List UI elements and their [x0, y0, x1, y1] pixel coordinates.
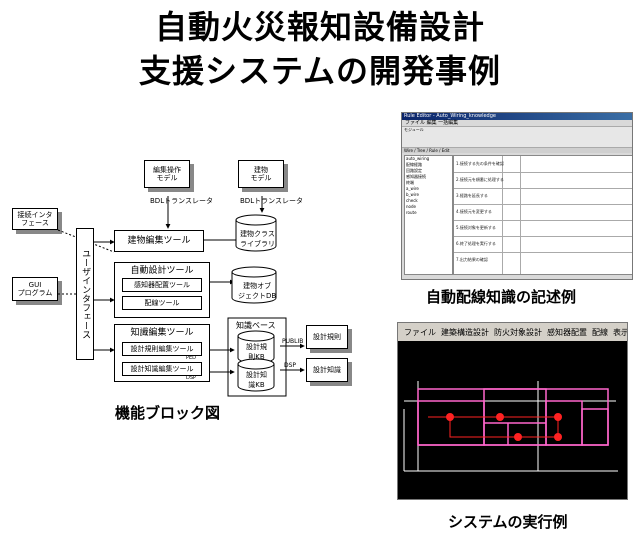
tree-item: 終端: [406, 180, 414, 185]
rule-row-label: 7.出力結果の確認: [456, 257, 488, 262]
building-object-db-label: 建物オブ ジェクトDB: [238, 282, 277, 300]
rule-editor-titlebar: Rule Editor - Auto_Wiring_knowledge: [402, 113, 632, 120]
run-menu-item[interactable]: 配線: [592, 327, 608, 337]
rule-editor-menubar: ファイル 編集 一括編集: [405, 120, 459, 126]
rule-tree: auto_wiring 配線経路 回路設定 感知器接続 終端 a_wire b_…: [404, 155, 453, 275]
bdl-translator-left: BDLトランスレータ: [150, 197, 213, 205]
rule-row-label: 3.経路を延長する: [456, 193, 488, 198]
module-label: モジュール: [404, 127, 424, 132]
rule-row-label: 1.接続する先の条件を確認: [456, 161, 504, 166]
tree-item: auto_wiring: [406, 156, 430, 161]
dsp-out-label: DSP: [284, 362, 297, 369]
rule-row-label: 5.接続対象を更新する: [456, 225, 496, 230]
run-window: ファイル 建築構造設計 防火対象設計 感知器配置 配線 表示: [397, 322, 628, 500]
caption-rules-example: 自動配線知識の記述例: [426, 288, 577, 306]
run-menubar: ファイル 建築構造設計 防火対象設計 感知器配置 配線 表示: [398, 323, 628, 341]
design-rule-kb-label: 設計規 則KB: [246, 343, 267, 361]
design-knowledge-doc: 設計知識: [306, 358, 348, 382]
ped-label: PED: [186, 355, 197, 361]
wiring-tool-box: 配線ツール: [122, 296, 202, 310]
run-menu-item[interactable]: 建築構造設計: [441, 327, 489, 337]
tree-item: 感知器接続: [406, 174, 426, 179]
gui-program-box: GUI プログラム: [12, 277, 58, 301]
page-title-line2: 支援システムの開発事例: [138, 52, 502, 90]
rule-editor-toolbar: モジュール: [402, 126, 632, 148]
sensor-placement-tool-box: 感知器配置ツール: [122, 278, 202, 292]
publib-label: PUBLIB: [282, 338, 304, 345]
building-class-library-label: 建物クラス ライブラリ: [240, 230, 275, 248]
rule-editor-window: Rule Editor - Auto_Wiring_knowledge ファイル…: [401, 112, 633, 280]
user-interface-box: ユーザインタフェース: [76, 228, 94, 360]
connect-interface-box: 接続インタ フェース: [12, 208, 58, 230]
run-menu-item[interactable]: 感知器配置: [547, 327, 587, 337]
page-title-line1: 自動火災報知設備設計: [154, 8, 485, 46]
model-op-doc: 編集操作 モデル: [144, 160, 190, 188]
design-rules-doc: 設計規則: [306, 325, 348, 349]
floor-plan-canvas: [403, 381, 618, 472]
bdl-translator-right: BDLトランスレータ: [240, 197, 303, 205]
run-menu-item[interactable]: 防火対象設計: [494, 327, 542, 337]
run-menu-item[interactable]: 表示: [613, 327, 628, 337]
rule-row-label: 4.接続元を変更する: [456, 209, 492, 214]
rule-row-label: 2.接続元を順番に処理する: [456, 177, 504, 182]
caption-block-diagram: 機能ブロック図: [115, 404, 221, 422]
caption-run-example: システムの実行例: [448, 513, 568, 531]
tree-item: node: [406, 204, 416, 209]
knowledge-base-label: 知識ベース: [236, 321, 276, 330]
design-rule-edit-tool-box: 設計規則編集ツール: [122, 342, 202, 356]
building-model-doc: 建物 モデル: [238, 160, 284, 188]
rule-row-label: 6.終了処理を実行する: [456, 241, 496, 246]
tree-item: check: [406, 198, 418, 203]
tree-item: 回路設定: [406, 168, 422, 173]
rule-table: 1.接続する先の条件を確認 2.接続元を順番に処理する 3.経路を延長する 4.…: [453, 155, 632, 275]
tree-item: b_wire: [406, 192, 419, 197]
rule-editor-tabs: Wire / Tree / Rule / Edit: [402, 148, 632, 153]
tree-item: route: [406, 210, 417, 215]
run-menu-item[interactable]: ファイル: [404, 327, 436, 337]
building-edit-tool-box: 建物編集ツール: [114, 230, 204, 252]
tree-item: a_wire: [406, 186, 419, 191]
tree-item: 配線経路: [406, 162, 422, 167]
design-knowledge-edit-tool-box: 設計知識編集ツール: [122, 362, 202, 376]
design-knowledge-kb-label: 設計知 識KB: [246, 371, 267, 389]
dsp-label: DSP: [186, 375, 197, 381]
